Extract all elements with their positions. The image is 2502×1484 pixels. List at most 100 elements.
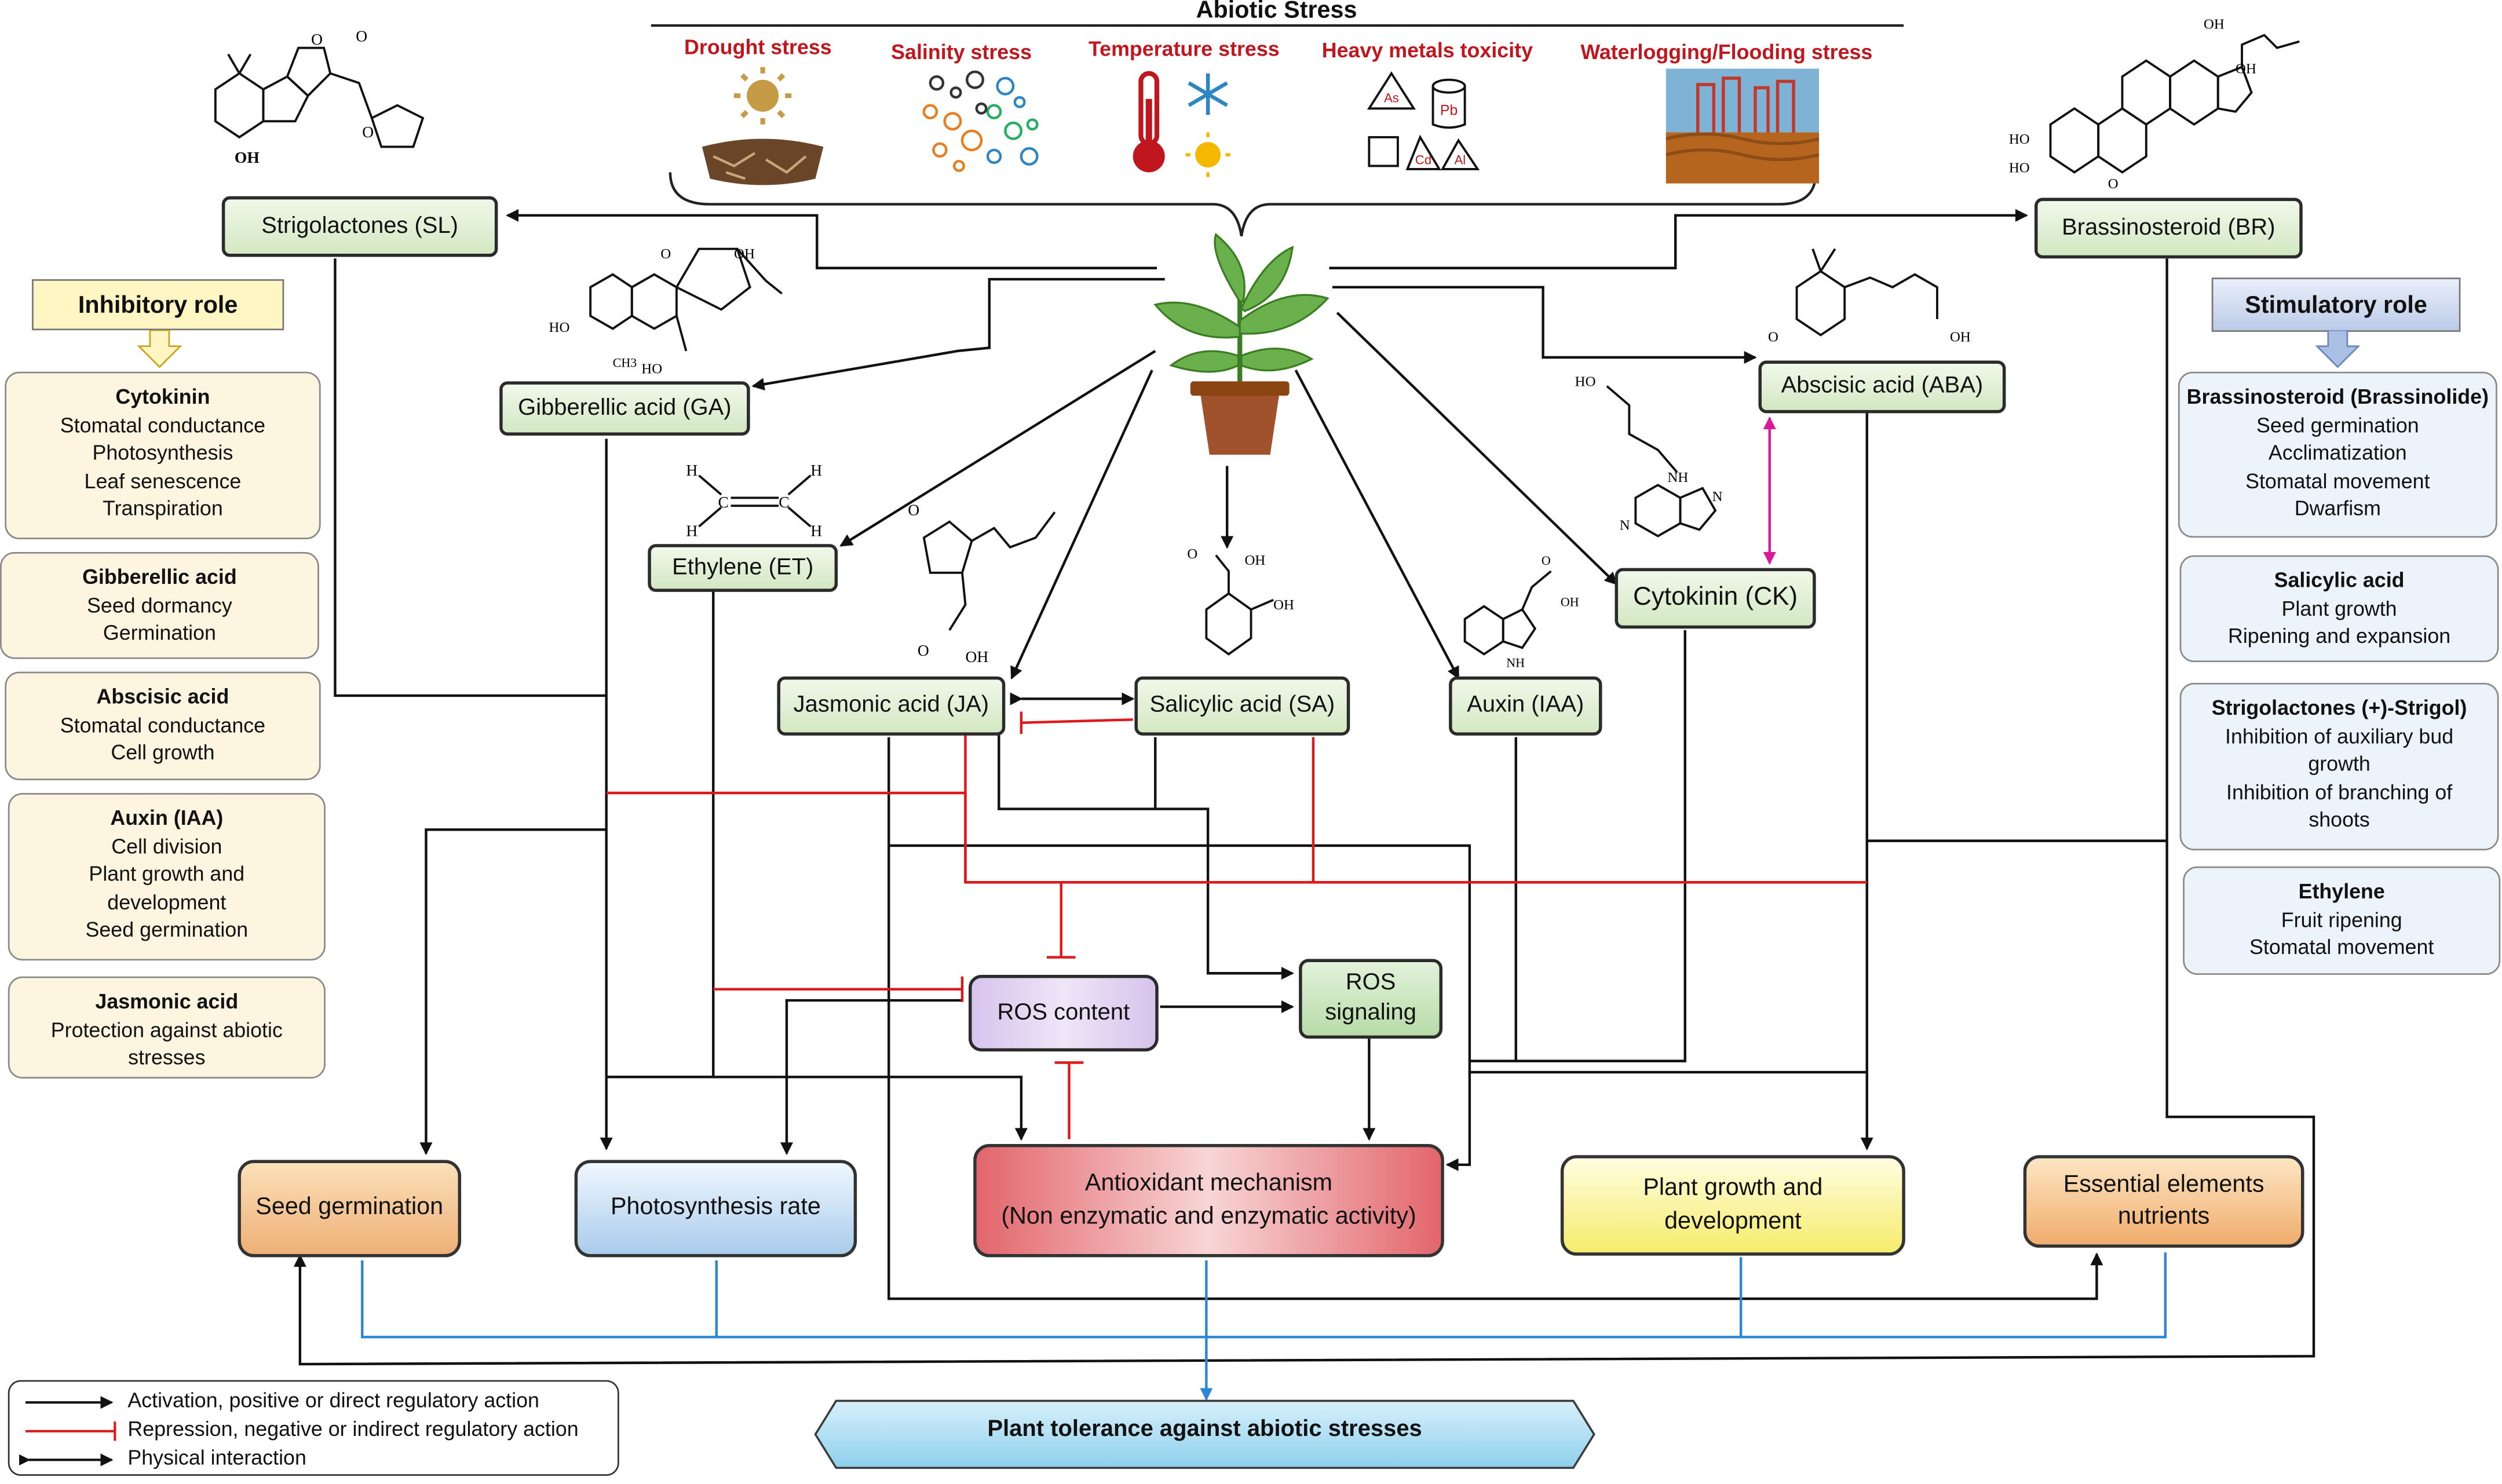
et-h-2: H [686, 522, 697, 540]
ros-content-box[interactable]: ROS content [968, 974, 1159, 1052]
gibberellic-acid-structure: O OH HO CH3 HO [549, 246, 783, 375]
card-line: stresses [128, 1045, 206, 1069]
essential-elements-line-2: nutrients [2117, 1202, 2210, 1230]
brassinosteroid-label: Brassinosteroid (BR) [2062, 214, 2275, 240]
ga-ho-1: HO [549, 320, 570, 335]
card-line: Seed germination [2256, 412, 2419, 437]
inhibitory-card-auxin: Auxin (IAA) Cell division Plant growth a… [8, 792, 326, 961]
ethylene-box[interactable]: Ethylene (ET) [648, 544, 838, 592]
card-line: Seed dormancy [87, 593, 232, 617]
inhibitory-card-abscisic-acid: Abscisic acid Stomatal conductance Cell … [5, 671, 321, 780]
card-title: Ethylene [2298, 879, 2385, 904]
ros-signaling-line-2: signaling [1325, 1000, 1416, 1026]
ros-signaling-line-1: ROS [1345, 970, 1396, 996]
salinity-icon [922, 70, 1039, 172]
sa-oh-2: OH [1273, 597, 1294, 613]
card-line: Plant growth [2281, 595, 2397, 620]
ck-n-1: N [1620, 517, 1630, 533]
ros-signaling-box[interactable]: ROS signaling [1299, 959, 1443, 1039]
salicylic-acid-label: Salicylic acid (SA) [1149, 692, 1335, 718]
card-line: Stomatal movement [2245, 468, 2430, 493]
card-line: Acclimatization [2268, 440, 2407, 465]
drought-icon [702, 67, 824, 185]
inhibitory-card-cytokinin: Cytokinin Stomatal conductance Photosynt… [5, 371, 321, 540]
essential-elements-box[interactable]: Essential elements nutrients [2023, 1155, 2304, 1248]
abscisic-acid-box[interactable]: Abscisic acid (ABA) [1758, 360, 2006, 414]
card-line: Photosynthesis [92, 440, 233, 465]
card-line: Stomatal conductance [60, 412, 266, 437]
sa-o: O [1187, 546, 1197, 562]
ja-o-1: O [908, 501, 919, 519]
stimulatory-card-strigolactones: Strigolactones (+)-Strigol) Inhibition o… [2179, 682, 2499, 851]
sl-o-2: O [356, 27, 367, 45]
br-ho-1: HO [2009, 131, 2030, 147]
ga-o: O [660, 246, 671, 262]
auxin-structure: O OH NH [1463, 553, 1579, 670]
jasmonic-acid-box[interactable]: Jasmonic acid (JA) [777, 676, 1006, 736]
iaa-o: O [1542, 553, 1551, 568]
abscisic-acid-structure: O OH [1768, 248, 1971, 345]
auxin-box[interactable]: Auxin (IAA) [1449, 676, 1602, 736]
stimulatory-card-ethylene: Ethylene Fruit ripening Stomatal movemen… [2183, 866, 2501, 975]
aba-oh: OH [1950, 329, 1971, 345]
potted-plant-icon [1153, 233, 1329, 455]
auxin-label: Auxin (IAA) [1467, 692, 1584, 718]
tolerance-label: Plant tolerance against abiotic stresses [987, 1416, 1422, 1443]
card-title: Cytokinin [115, 384, 210, 409]
ck-n-2: N [1712, 489, 1723, 505]
card-line: Fruit ripening [2281, 907, 2402, 931]
ga-ho-2: HO [641, 361, 662, 375]
antioxidant-line-2: (Non enzymatic and enzymatic activity) [1001, 1202, 1416, 1230]
as-symbol: As [1384, 90, 1399, 105]
flooding-stress-label: Waterlogging/Flooding stress [1580, 39, 1873, 64]
flooding-icon [1665, 68, 1820, 184]
abscisic-acid-label: Abscisic acid (ABA) [1781, 373, 1984, 399]
card-title: Strigolactones (+)-Strigol) [2211, 695, 2467, 720]
brassinosteroid-box[interactable]: Brassinosteroid (BR) [2034, 198, 2303, 259]
stimulatory-role-header: Stimulatory role [2211, 277, 2461, 332]
ethylene-label: Ethylene (ET) [672, 554, 814, 580]
cytokinin-box[interactable]: Cytokinin (CK) [1615, 568, 1816, 629]
heavy-metals-label: Heavy metals toxicity [1321, 38, 1533, 63]
iaa-nh: NH [1506, 655, 1525, 670]
legend: Activation, positive or direct regulator… [8, 1380, 619, 1476]
antioxidant-mechanism-box[interactable]: Antioxidant mechanism (Non enzymatic and… [973, 1143, 1444, 1258]
br-oh-1: OH [2204, 17, 2225, 32]
ja-o-2: O [918, 641, 929, 659]
drought-stress-label: Drought stress [684, 35, 832, 59]
legend-activation-label: Activation, positive or direct regulator… [127, 1388, 539, 1412]
card-line: Plant growth and [89, 861, 245, 886]
gibberellic-acid-box[interactable]: Gibberellic acid (GA) [499, 381, 750, 436]
abiotic-stress-title: Abiotic Stress [1196, 0, 1357, 24]
card-line: Seed germination [85, 918, 249, 942]
cytokinin-structure: HO NH N N [1575, 374, 1723, 538]
ck-ho: HO [1575, 374, 1596, 390]
card-line: Stomatal conductance [60, 712, 266, 737]
ck-nh: NH [1667, 470, 1688, 485]
tolerance-banner-shape [814, 1399, 1595, 1469]
et-h-1: H [686, 461, 697, 479]
card-title: Salicylic acid [2274, 568, 2405, 592]
card-line: Leaf senescence [84, 468, 242, 493]
salicylic-acid-box[interactable]: Salicylic acid (SA) [1134, 676, 1350, 736]
pb-symbol: Pb [1440, 103, 1458, 118]
salicylic-acid-structure: O OH OH [1187, 546, 1294, 656]
plant-growth-box[interactable]: Plant growth and development [1560, 1155, 1905, 1256]
et-h-4: H [810, 522, 822, 540]
card-line: growth [2308, 751, 2370, 776]
card-line: Protection against abiotic [50, 1017, 283, 1041]
stimulatory-card-salicylic-acid: Salicylic acid Plant growth Ripening and… [2179, 555, 2499, 663]
salinity-stress-label: Salinity stress [891, 39, 1032, 64]
repression-lines [606, 711, 1867, 1139]
card-line: Cell growth [111, 740, 215, 765]
temperature-stress-label: Temperature stress [1088, 36, 1280, 61]
br-o: O [2108, 176, 2119, 192]
essential-elements-line-1: Essential elements [2063, 1171, 2264, 1198]
seed-germination-box[interactable]: Seed germination [238, 1160, 462, 1258]
strigolactones-box[interactable]: Strigolactones (SL) [221, 196, 498, 257]
photosynthesis-rate-box[interactable]: Photosynthesis rate [574, 1160, 857, 1258]
stimulatory-down-arrow-icon [2315, 330, 2360, 368]
brassinosteroid-structure: HO HO OH OH O [2009, 17, 2300, 192]
